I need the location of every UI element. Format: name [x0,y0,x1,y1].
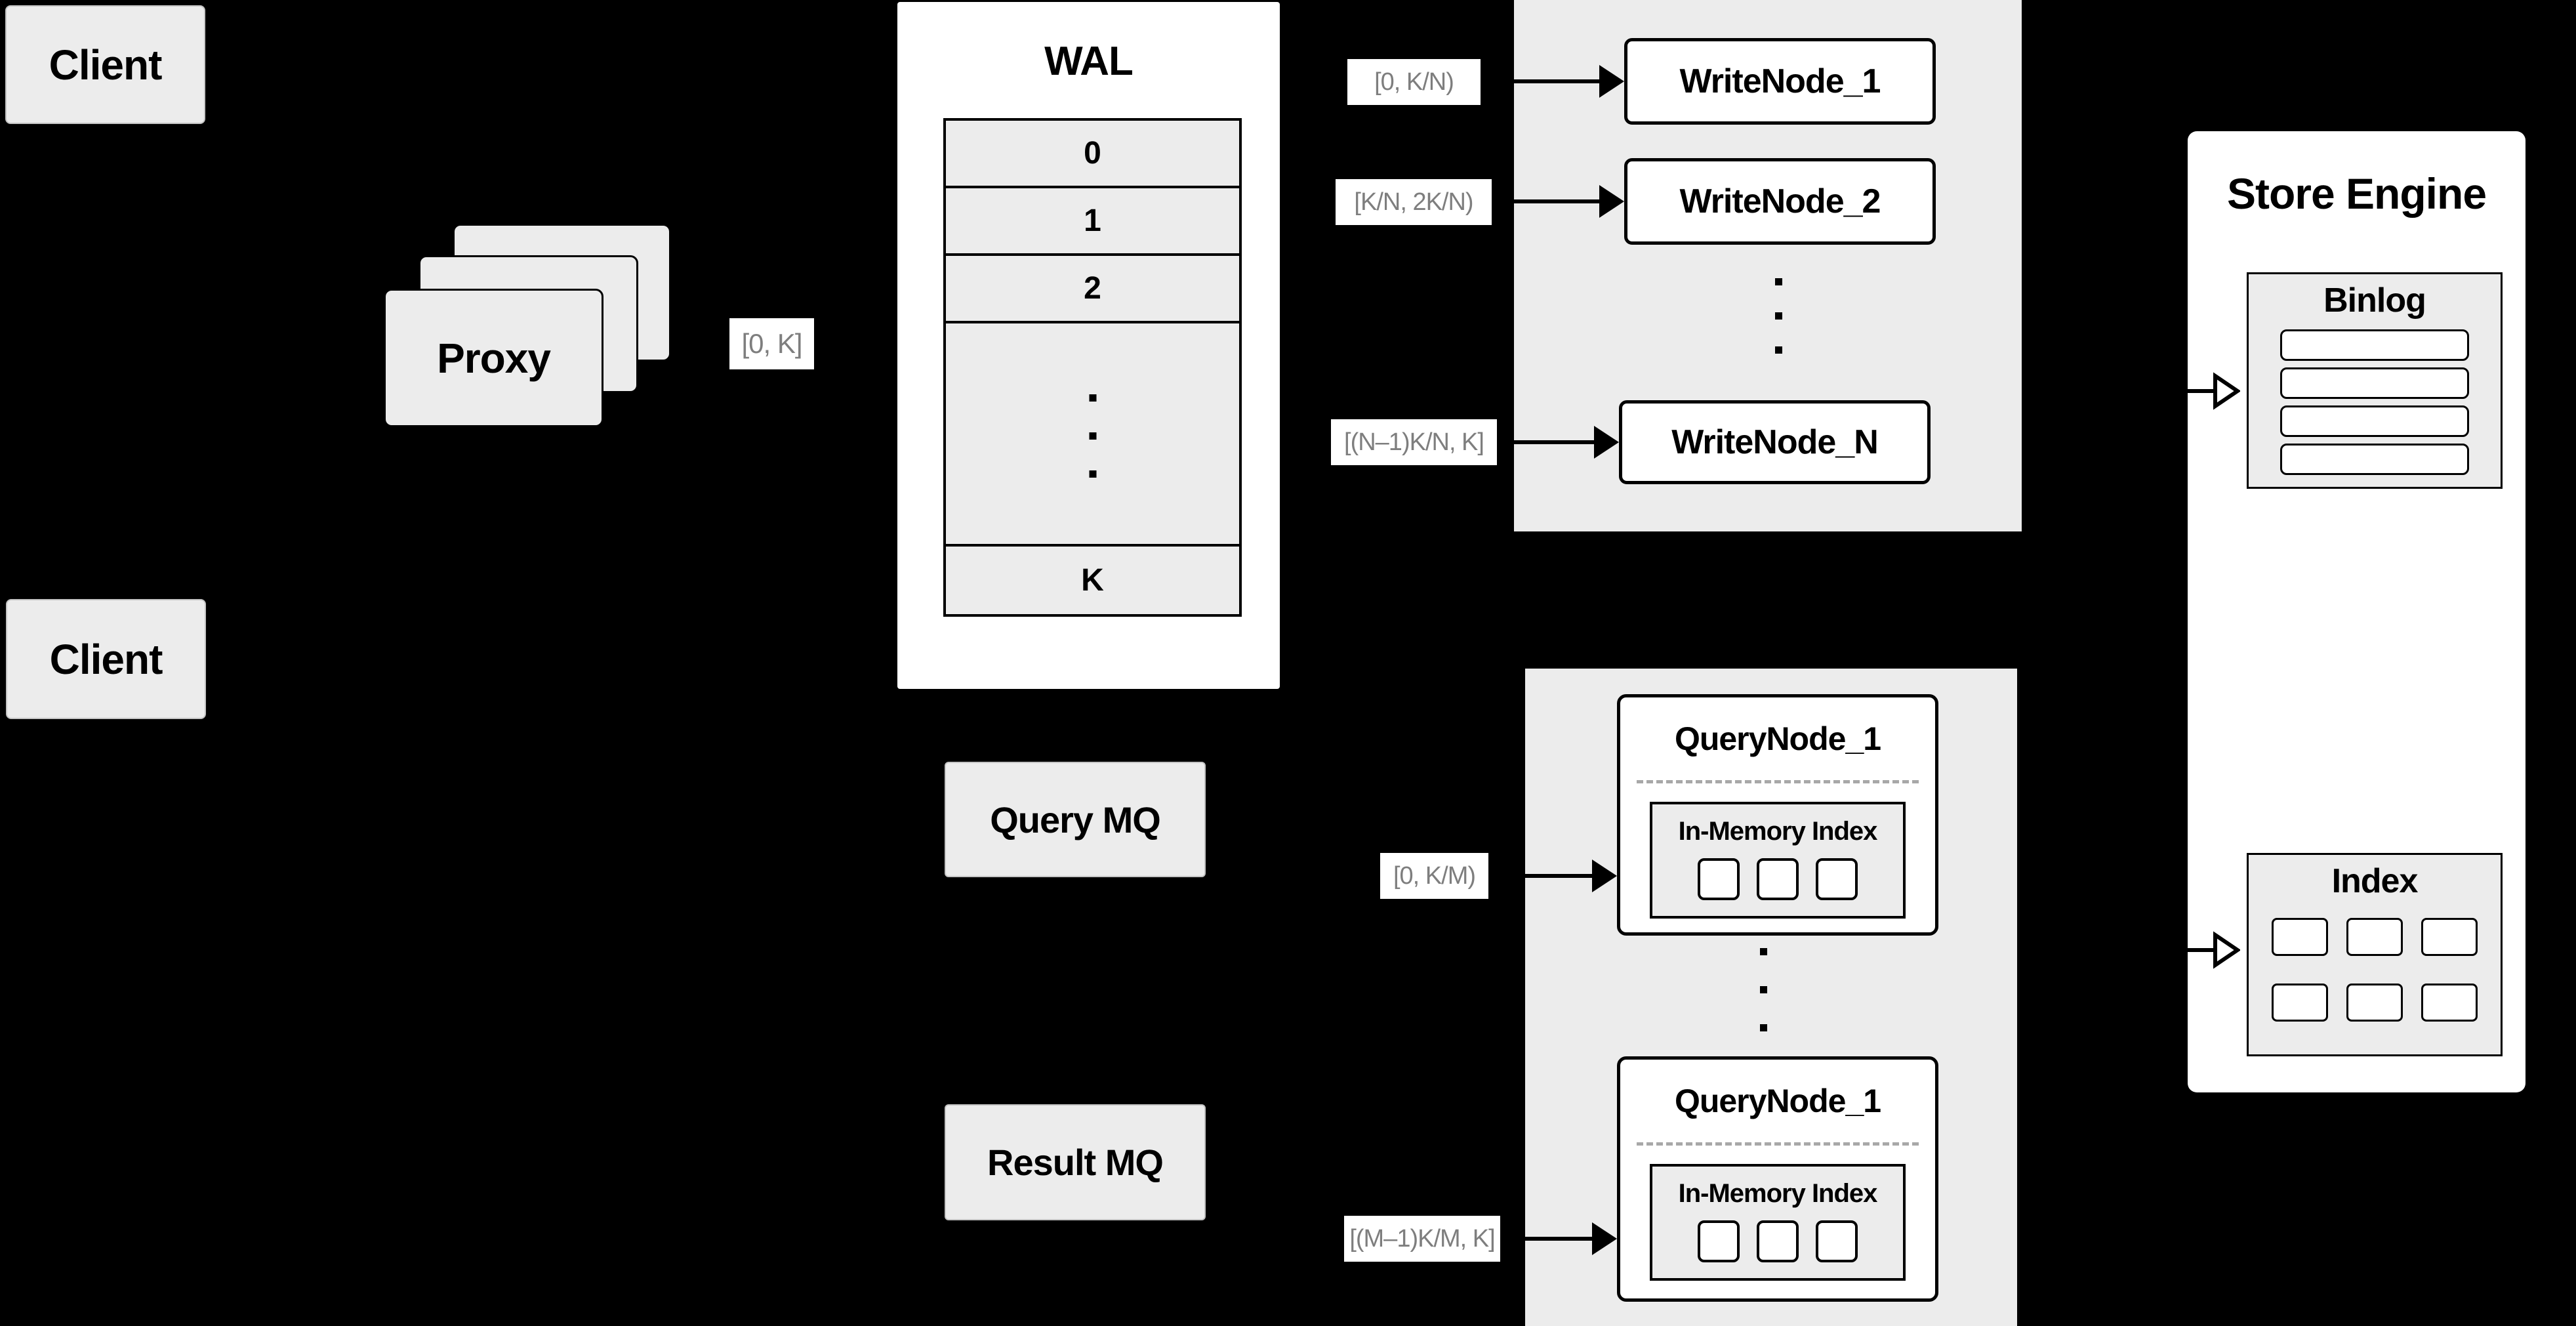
wal-ellipsis-cell [946,323,1239,547]
query-node-title: QueryNode_1 [1674,1083,1881,1119]
write-node-1-range-label: [0, K/N) [1347,59,1481,105]
write-node-group-panel: WriteNode_1 WriteNode_2 WriteNode_N [1514,0,2022,531]
proxy-range-label: [0, K] [729,318,814,369]
index-segment-chips [1698,858,1858,900]
wal-segment-table: 0 1 2 K [943,118,1242,617]
write-node-2: WriteNode_2 [1624,158,1936,245]
query-node-bottom-range-label: [(M–1)K/M, K] [1344,1216,1500,1262]
open-arrow-icon [2155,372,2240,410]
query-node-title: QueryNode_1 [1674,720,1881,757]
in-memory-index-title: In-Memory Index [1678,1178,1878,1208]
binlog-box: Binlog [2247,272,2503,489]
binlog-rows [2249,327,2501,475]
index-box: Index [2247,853,2503,1056]
index-cells [2249,918,2501,1022]
binlog-row [2280,367,2469,399]
client-node-top: Client [5,5,205,124]
in-memory-index-title: In-Memory Index [1678,816,1878,846]
open-arrow-icon [2155,931,2240,969]
wal-title: WAL [1044,38,1134,84]
wal-segment-row: 2 [946,256,1239,323]
index-cell [2421,918,2478,956]
proxy-card-front: Proxy [384,289,603,427]
wal-segment-row: 0 [946,121,1239,188]
in-memory-index-box: In-Memory Index [1650,1164,1906,1281]
proxy-label: Proxy [437,334,551,382]
index-cell [2272,918,2328,956]
index-cell [2272,984,2328,1022]
dashed-divider [1637,780,1919,783]
store-engine-title: Store Engine [2226,169,2487,218]
wal-panel: WAL 0 1 2 K [897,2,1280,689]
query-node-top-range-label: [0, K/M) [1380,853,1488,899]
ellipsis-dots-icon [1760,948,1767,1031]
ellipsis-dots-icon [1775,278,1782,354]
wal-segment-row: K [946,547,1239,614]
index-segment-chips [1698,1220,1858,1262]
query-node-top: QueryNode_1 In-Memory Index [1617,694,1938,936]
binlog-row [2280,329,2469,361]
write-node-2-range-label: [K/N, 2K/N) [1336,179,1492,225]
index-title: Index [2331,862,2419,900]
in-memory-index-box: In-Memory Index [1650,802,1906,919]
query-node-bottom: QueryNode_1 In-Memory Index [1617,1056,1938,1302]
result-mq-node: Result MQ [945,1104,1206,1220]
client-node-bottom: Client [6,599,206,719]
index-cell [2346,984,2403,1022]
write-node-n: WriteNode_N [1619,400,1931,484]
store-engine-panel: Store Engine Binlog Index [2188,131,2525,1092]
binlog-title: Binlog [2323,281,2426,320]
query-mq-node: Query MQ [945,762,1206,877]
proxy-stack: Proxy [384,224,671,427]
query-node-group-panel: QueryNode_1 In-Memory Index QueryNode_1 … [1525,669,2017,1326]
binlog-row [2280,444,2469,475]
index-cell [2346,918,2403,956]
wal-segment-row: 1 [946,188,1239,256]
write-node-1: WriteNode_1 [1624,38,1936,125]
write-node-n-range-label: [(N–1)K/N, K] [1331,419,1497,465]
index-cell [2421,984,2478,1022]
ellipsis-dots-icon [1089,394,1096,478]
dashed-divider [1637,1142,1919,1146]
binlog-row [2280,405,2469,437]
